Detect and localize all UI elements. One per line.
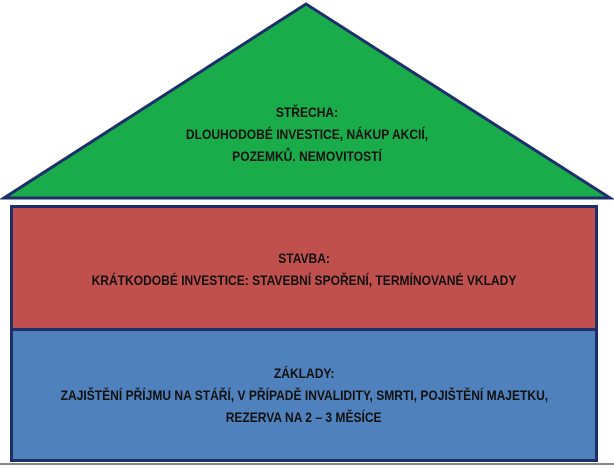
foundation-title: ZÁKLADY: xyxy=(273,365,335,381)
foundation-block: ZÁKLADY: ZAJIŠTĚNÍ PŘÍJMU NA STÁŘÍ, V PŘ… xyxy=(10,328,598,462)
roof-line-2: POZEMKŮ. NEMOVITOSTÍ xyxy=(232,148,382,164)
roof-title: STŘECHA: xyxy=(275,104,339,120)
roof-label: STŘECHA: DLOUHODOBÉ INVESTICE, NÁKUP AKC… xyxy=(155,101,459,167)
walls-line-1: KRÁTKODOBÉ INVESTICE: STAVEBNÍ SPOŘENÍ, … xyxy=(91,272,517,288)
ground-line xyxy=(0,463,614,465)
foundation-line-1: ZAJIŠTĚNÍ PŘÍJMU NA STÁŘÍ, V PŘÍPADĚ INV… xyxy=(60,387,548,403)
walls-title: STAVBA: xyxy=(278,250,330,266)
walls-block: STAVBA: KRÁTKODOBÉ INVESTICE: STAVEBNÍ S… xyxy=(10,205,598,330)
roof-triangle xyxy=(0,2,614,200)
roof-line-1: DLOUHODOBÉ INVESTICE, NÁKUP AKCIÍ, xyxy=(185,126,429,142)
roof-shape xyxy=(0,2,614,200)
foundation-line-2: REZERVA NA 2 – 3 MĚSÍCE xyxy=(226,409,382,425)
